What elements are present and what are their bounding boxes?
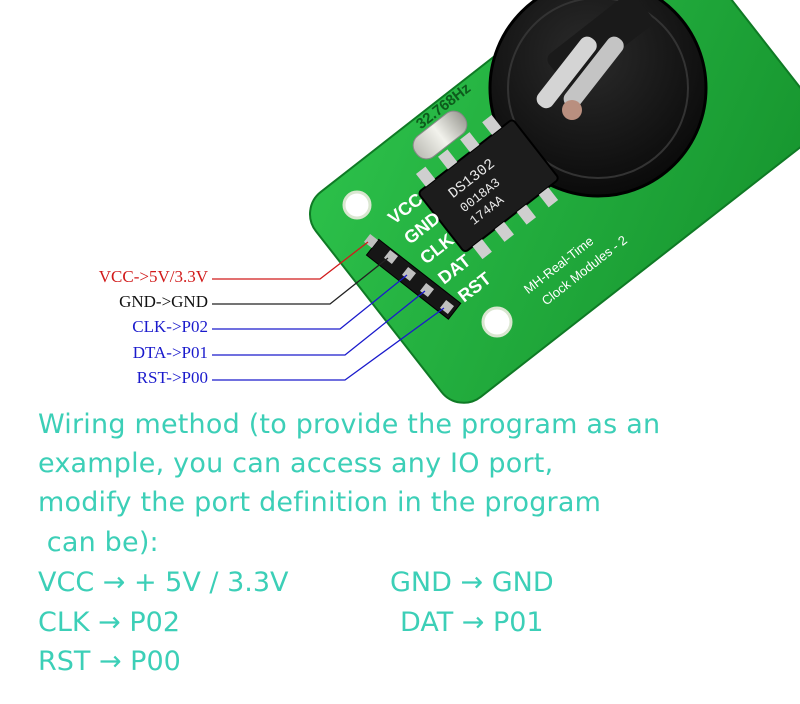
- note-line-3: modify the port definition in the progra…: [38, 487, 602, 518]
- pin-map-dat: DAT → P01: [400, 607, 544, 638]
- battery-holder: [488, 0, 708, 198]
- wire-clk: [212, 274, 408, 330]
- wire-gnd: [212, 257, 389, 305]
- pin-map-clk: CLK → P02: [38, 607, 181, 638]
- mounting-hole: [481, 306, 513, 338]
- wire-label-clk: CLK->P02: [132, 317, 208, 336]
- wire-label-gnd: GND->GND: [119, 292, 208, 311]
- pin-header: [363, 233, 462, 320]
- wire-label-rst: RST->P00: [136, 368, 208, 387]
- pin-map-gnd: GND → GND: [390, 567, 554, 598]
- wire-label-dta: DTA->P01: [132, 343, 208, 362]
- mounting-hole: [342, 190, 372, 220]
- wiring-lines: [212, 241, 445, 381]
- note-line-1: Wiring method (to provide the program as…: [38, 409, 661, 440]
- note-line-2: example, you can access any IO port,: [38, 448, 554, 479]
- note-line-4: can be):: [38, 527, 159, 558]
- pin-map-vcc: VCC → + 5V / 3.3V: [38, 567, 289, 598]
- ds1302-chip: DS1302 0018A3 174AA: [415, 114, 559, 260]
- wire-vcc: [212, 241, 369, 280]
- pin-map-rst: RST → P00: [38, 646, 181, 677]
- wire-rst: [212, 307, 445, 381]
- crystal-oscillator: [412, 110, 468, 160]
- wire-label-vcc: VCC->5V/3.3V: [98, 267, 208, 286]
- wire-dta: [212, 290, 426, 356]
